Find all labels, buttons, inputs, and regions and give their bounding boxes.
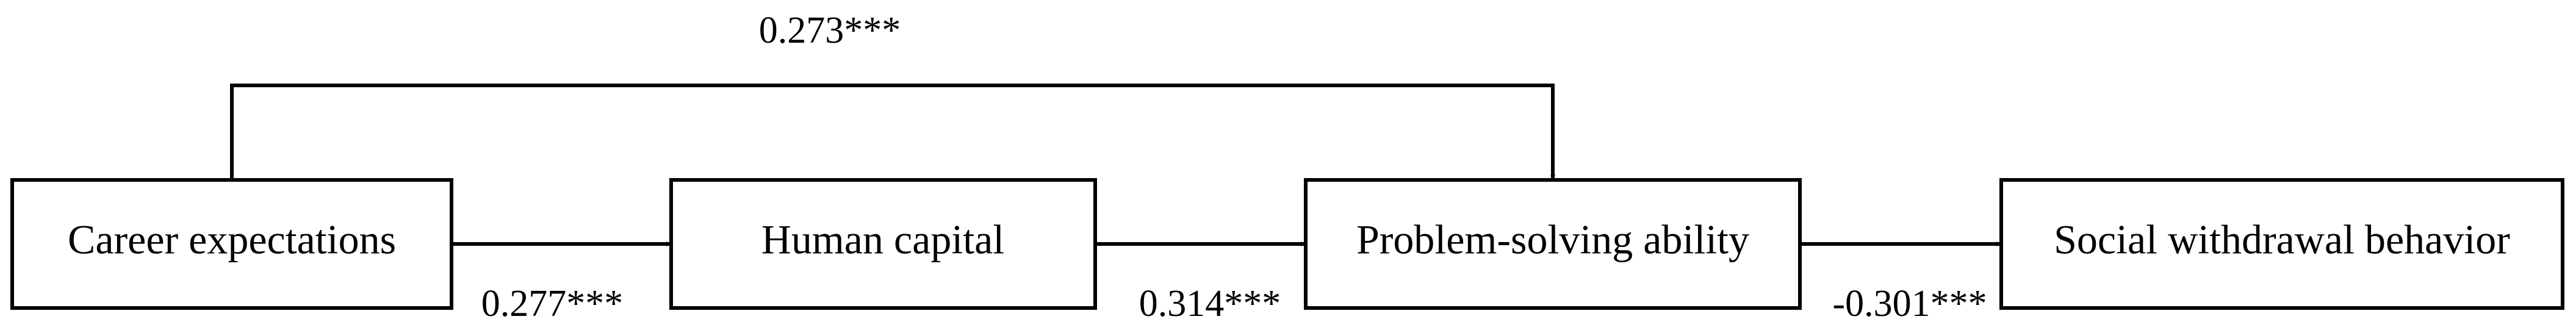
node-human-capital-box [669,178,1097,310]
node-human-capital: Human capital [669,178,1097,310]
node-career-expectations-box [10,178,453,310]
node-problem-solving-ability: Problem-solving ability [1304,178,1802,310]
node-career-expectations-label: Career expectations [68,217,396,263]
node-problem-solving-ability-label: Problem-solving ability [1356,217,1749,263]
node-social-withdrawal-behavior-box [1999,178,2564,310]
arrow-career-to-problem [230,84,1555,180]
coef-human-to-problem: 0.314*** [1139,283,1281,324]
coef-career-to-problem: 0.273*** [759,10,901,51]
node-social-withdrawal-behavior: Social withdrawal behavior [1999,178,2564,310]
node-human-capital-label: Human capital [761,217,1004,263]
coef-problem-to-social: -0.301*** [1832,283,1987,324]
node-social-withdrawal-behavior-label: Social withdrawal behavior [2054,217,2510,263]
coef-career-to-human: 0.277*** [481,283,624,324]
node-career-expectations: Career expectations [10,178,453,310]
